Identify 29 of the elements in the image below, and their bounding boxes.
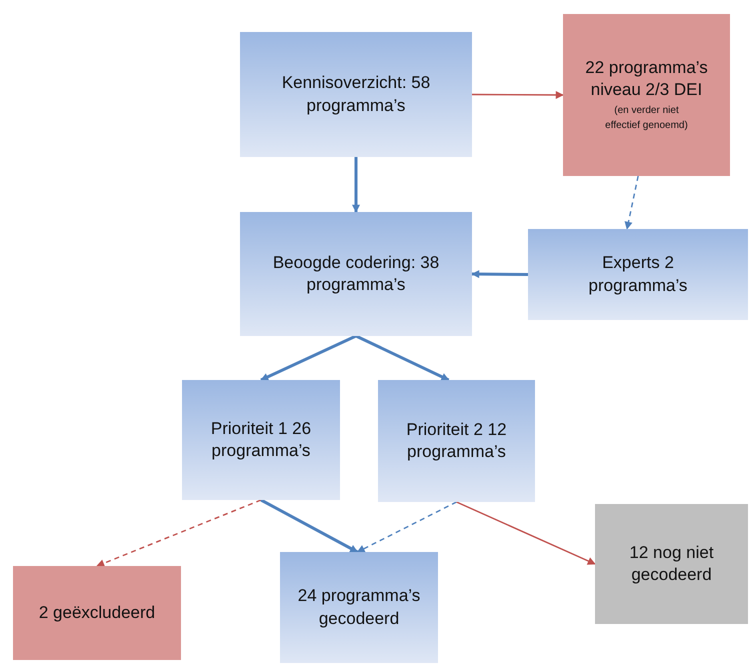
process-box [240, 212, 472, 336]
process-box [563, 14, 730, 176]
box-label: 2 geëxcludeerd [38, 602, 156, 624]
arrow [472, 90, 564, 99]
box-label: Prioriteit 2 12 programma’s [405, 418, 508, 463]
process-box [240, 32, 472, 157]
box-label: Experts 2 programma’s [588, 252, 688, 296]
arrow [96, 499, 262, 568]
arrow [260, 334, 357, 382]
process-box [182, 380, 340, 500]
box-label: 12 nog niet gecodeerd [628, 542, 715, 586]
box-label: Prioriteit 1 26 programma’s [210, 418, 312, 462]
process-box [280, 552, 438, 663]
arrow [260, 498, 358, 554]
process-box [595, 504, 748, 624]
arrow [352, 157, 360, 213]
process-box [528, 229, 748, 320]
box-label: Beoogde codering: 38 programma’s [272, 252, 440, 296]
arrow [355, 334, 450, 382]
box-note: (en verder niet effectief genoemd) [604, 104, 689, 134]
process-box [378, 380, 535, 502]
box-label: 22 programma’s niveau 2/3 DEI [584, 56, 709, 101]
arrow [456, 501, 596, 565]
arrow [356, 501, 457, 553]
arrow [624, 176, 639, 230]
box-label: Kennisoverzicht: 58 programma’s [281, 72, 431, 116]
arrow [471, 270, 528, 278]
box-label: 24 programma’s gecodeerd [296, 585, 422, 630]
process-box [13, 566, 181, 660]
